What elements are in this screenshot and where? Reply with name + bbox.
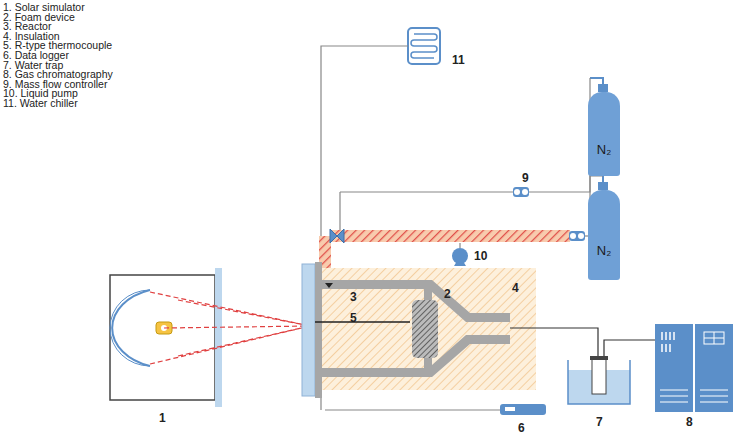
callout-number: 3 <box>350 291 357 303</box>
callout-number: 6 <box>518 422 525 434</box>
valve-symbol <box>330 229 344 243</box>
gas-cylinder: N₂ <box>588 92 620 176</box>
foam-device <box>412 300 438 358</box>
callout-number: 9 <box>522 172 529 184</box>
callout-number: 5 <box>350 312 357 324</box>
solar-simulator <box>110 268 310 407</box>
pointer <box>325 283 333 288</box>
heated-pipe <box>330 230 570 242</box>
data-logger <box>500 404 546 415</box>
reactor-body <box>322 280 510 377</box>
callout-number: 2 <box>444 288 451 300</box>
gas-name: N₂ <box>597 243 611 258</box>
pump-line <box>459 243 460 248</box>
callout-number: 7 <box>596 416 603 428</box>
thermocouple <box>315 321 410 323</box>
liquid-pump <box>452 248 468 266</box>
signal-line <box>325 409 500 410</box>
gas-chromatograph <box>655 324 733 412</box>
mass-flow-controller <box>513 187 529 197</box>
callout-number: 8 <box>686 416 693 428</box>
gas-line <box>339 192 340 230</box>
callout-number: 4 <box>512 282 519 294</box>
gas-cylinder: N₂ <box>588 190 620 280</box>
gas-name: N₂ <box>597 142 611 157</box>
quartz-window <box>302 264 315 396</box>
callout-number: 11 <box>452 54 465 66</box>
callout-number: 10 <box>474 250 487 262</box>
signal-line <box>320 398 321 410</box>
water-trap <box>568 356 630 404</box>
gas-line <box>340 191 585 192</box>
mass-flow-controller <box>569 231 585 241</box>
insulation <box>318 268 536 390</box>
legend-line: 11. Water chiller <box>3 98 78 109</box>
water-chiller <box>408 28 440 64</box>
callout-number: 1 <box>159 412 166 424</box>
outlet-line <box>510 328 598 362</box>
reactor-flange <box>315 262 322 398</box>
